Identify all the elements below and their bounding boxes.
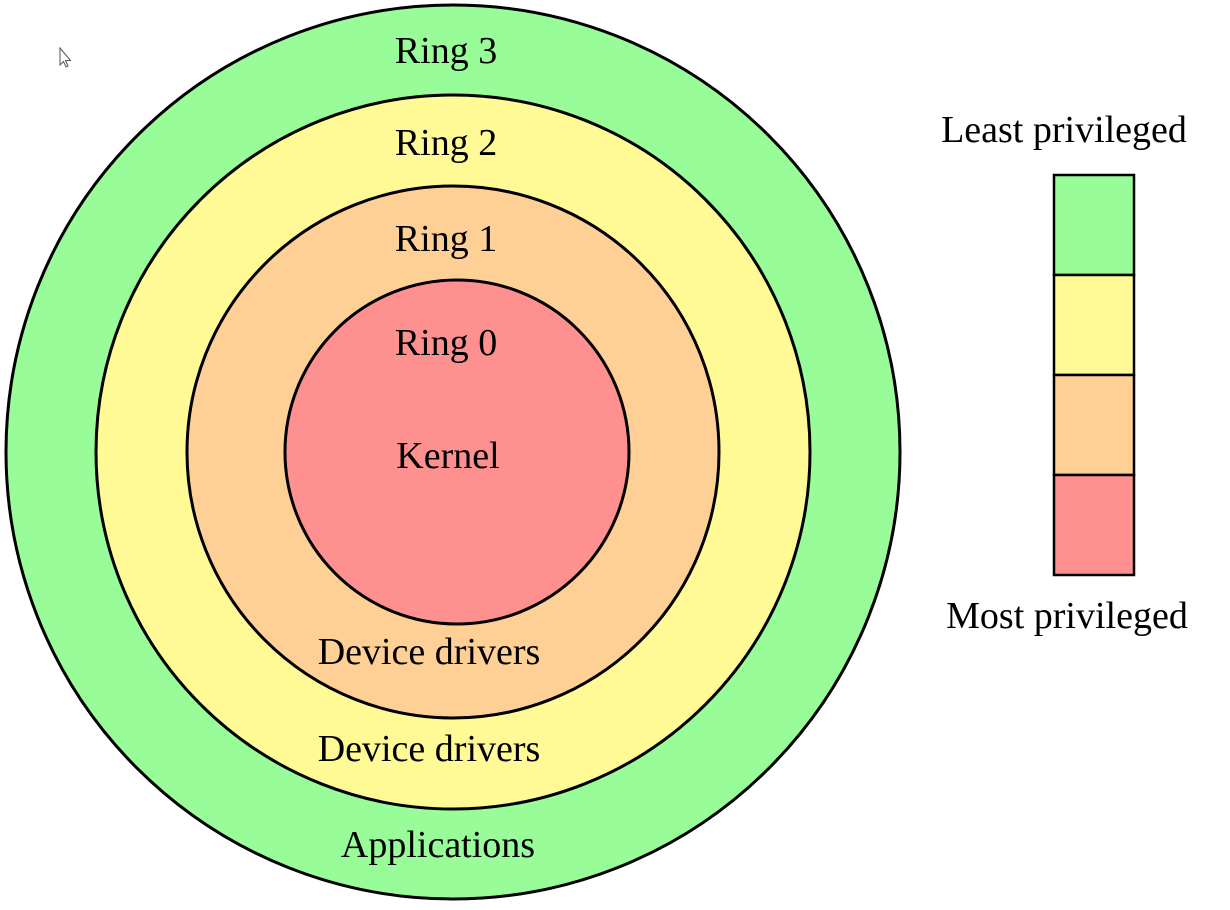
ring-1-label: Ring 1	[395, 218, 497, 260]
legend-segment-ring-1	[1052, 373, 1136, 477]
legend-segment-ring-3	[1052, 173, 1136, 277]
legend-top-label: Least privileged	[941, 109, 1187, 151]
ring-0-circle	[283, 278, 631, 626]
ring-2-content: Device drivers	[318, 728, 541, 770]
mouse-pointer-icon	[59, 46, 72, 68]
ring-0-label: Ring 0	[395, 322, 497, 364]
ring-1-content: Device drivers	[318, 631, 541, 673]
ring-3-content: Applications	[341, 824, 535, 866]
ring-3-label: Ring 3	[395, 30, 497, 72]
ring-0-content: Kernel	[396, 435, 499, 477]
legend-bottom-label: Most privileged	[946, 595, 1188, 637]
legend-segment-ring-2	[1052, 273, 1136, 377]
ring-2-label: Ring 2	[395, 122, 497, 164]
legend-segment-ring-0	[1052, 473, 1136, 577]
